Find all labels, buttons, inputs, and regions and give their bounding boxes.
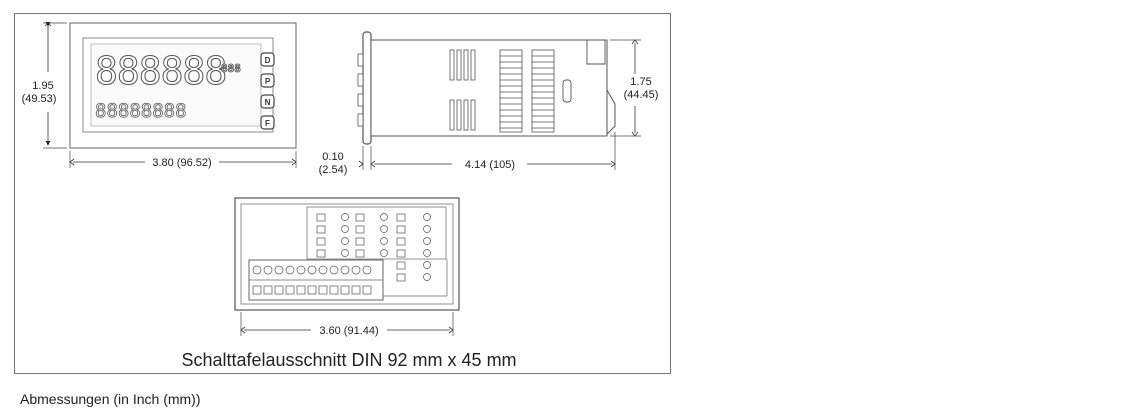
display-unit-digits: 888 (221, 62, 241, 75)
side-view: 1.75 (44.45) 4.14 (105) 0.10 (2.54) (319, 31, 659, 176)
rear-width-label: 3.60 (91.44) (319, 325, 378, 337)
button-f-label: F (265, 119, 270, 128)
side-bezel-label-mm: (2.54) (319, 164, 348, 176)
display-lcd (90, 43, 262, 127)
front-view: 888888 888 88888888 D P N F 1.95 (49.53)… (22, 22, 297, 169)
dimension-drawing: 888888 888 88888888 D P N F 1.95 (49.53)… (22, 22, 659, 370)
side-height-label: 1.75 (630, 76, 651, 88)
front-width-label: 3.80 (96.52) (152, 157, 211, 169)
side-vents (499, 49, 555, 133)
button-n (260, 94, 275, 109)
button-d (260, 52, 275, 67)
side-bezel-label: 0.10 (322, 151, 343, 163)
button-f (260, 115, 275, 130)
front-height-label-mm: (49.53) (22, 93, 57, 105)
button-n-label: N (265, 98, 271, 107)
figure-caption: Abmessungen (in Inch (mm)) (20, 391, 201, 407)
side-housing (370, 39, 608, 137)
side-depth-label: 4.14 (105) (465, 159, 515, 171)
front-buttons: D P N F (260, 52, 275, 130)
rear-view: 3.60 (91.44) (234, 197, 460, 337)
display-top-digits: 888888 (95, 49, 226, 93)
front-height-label: 1.95 (32, 80, 53, 92)
button-p (260, 73, 275, 88)
side-bezel (362, 31, 372, 145)
display-bottom-digits: 88888888 (95, 100, 187, 122)
button-p-label: P (265, 77, 271, 86)
button-d-label: D (265, 56, 271, 65)
side-height-label-mm: (44.45) (624, 89, 659, 101)
panel-cutout-label: Schalttafelausschnitt DIN 92 mm x 45 mm (181, 350, 516, 370)
rear-terminals-upper (316, 213, 431, 282)
drawing-frame: 888888 888 88888888 D P N F 1.95 (49.53)… (14, 13, 671, 374)
